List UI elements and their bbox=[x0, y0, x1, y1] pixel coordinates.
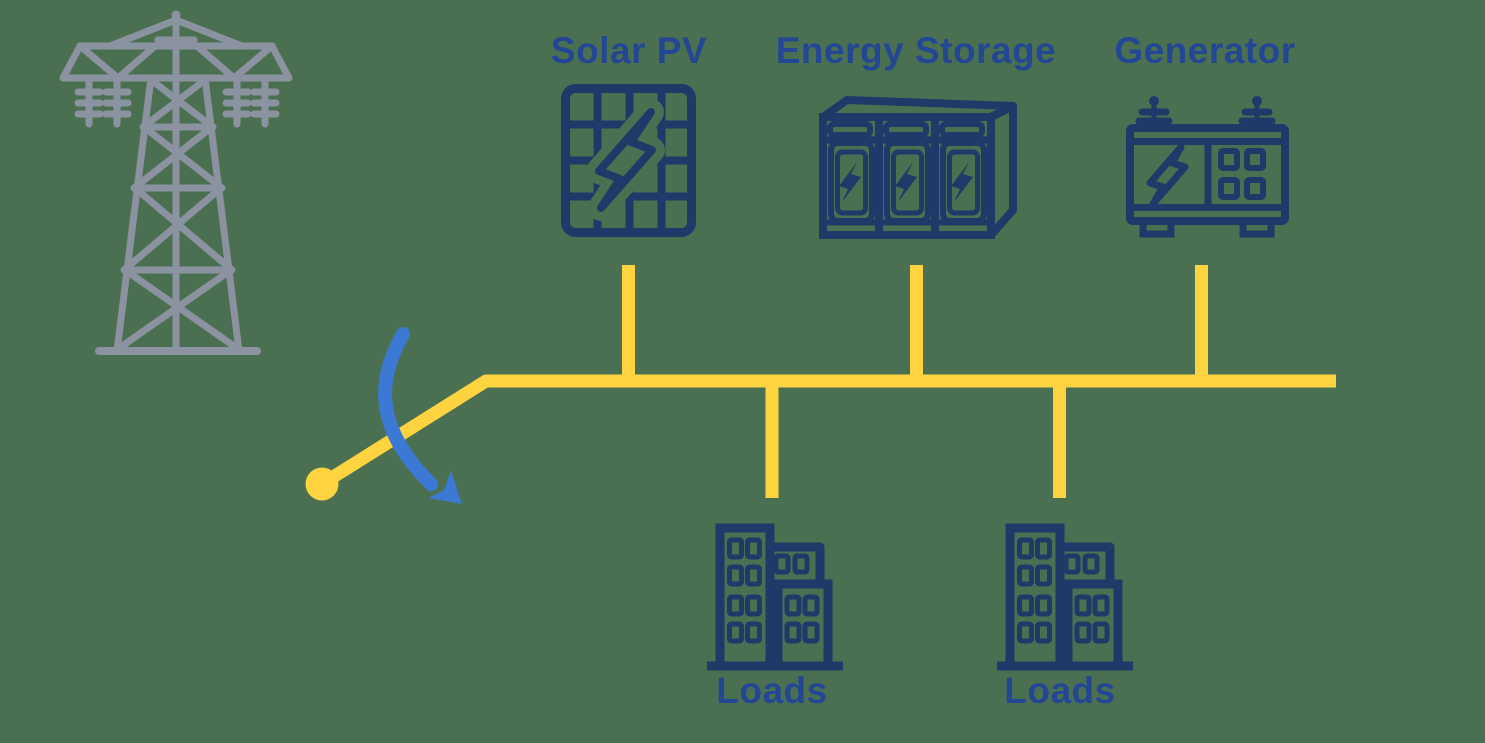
loads-label-2: Loads bbox=[1004, 670, 1116, 711]
battery-cabinet-icon bbox=[819, 96, 1017, 239]
solar-panel-icon bbox=[561, 84, 696, 237]
generator-icon bbox=[1126, 96, 1289, 238]
transmission-tower-icon bbox=[59, 10, 293, 355]
loads-label-1: Loads bbox=[716, 670, 828, 711]
vent-grid-icon bbox=[1218, 148, 1266, 200]
lightning-bolt-icon bbox=[1146, 143, 1189, 208]
buildings-icon bbox=[997, 528, 1133, 666]
insulator-string bbox=[222, 74, 252, 128]
buildings-icon bbox=[707, 523, 843, 671]
bus-network bbox=[305, 265, 1336, 501]
bus-bar-line bbox=[318, 374, 1336, 490]
insulator-string bbox=[74, 74, 104, 128]
generator-label: Generator bbox=[1114, 30, 1296, 71]
curved-arrow-icon bbox=[378, 327, 462, 504]
insulator-string bbox=[102, 74, 132, 128]
solar-pv-label: Solar PV bbox=[550, 30, 708, 71]
building-windows bbox=[727, 537, 820, 644]
energy-storage-label: Energy Storage bbox=[775, 30, 1057, 71]
insulator-string bbox=[250, 74, 280, 128]
battery-module-icon bbox=[827, 121, 875, 224]
disconnect-switch-icon bbox=[305, 467, 339, 501]
